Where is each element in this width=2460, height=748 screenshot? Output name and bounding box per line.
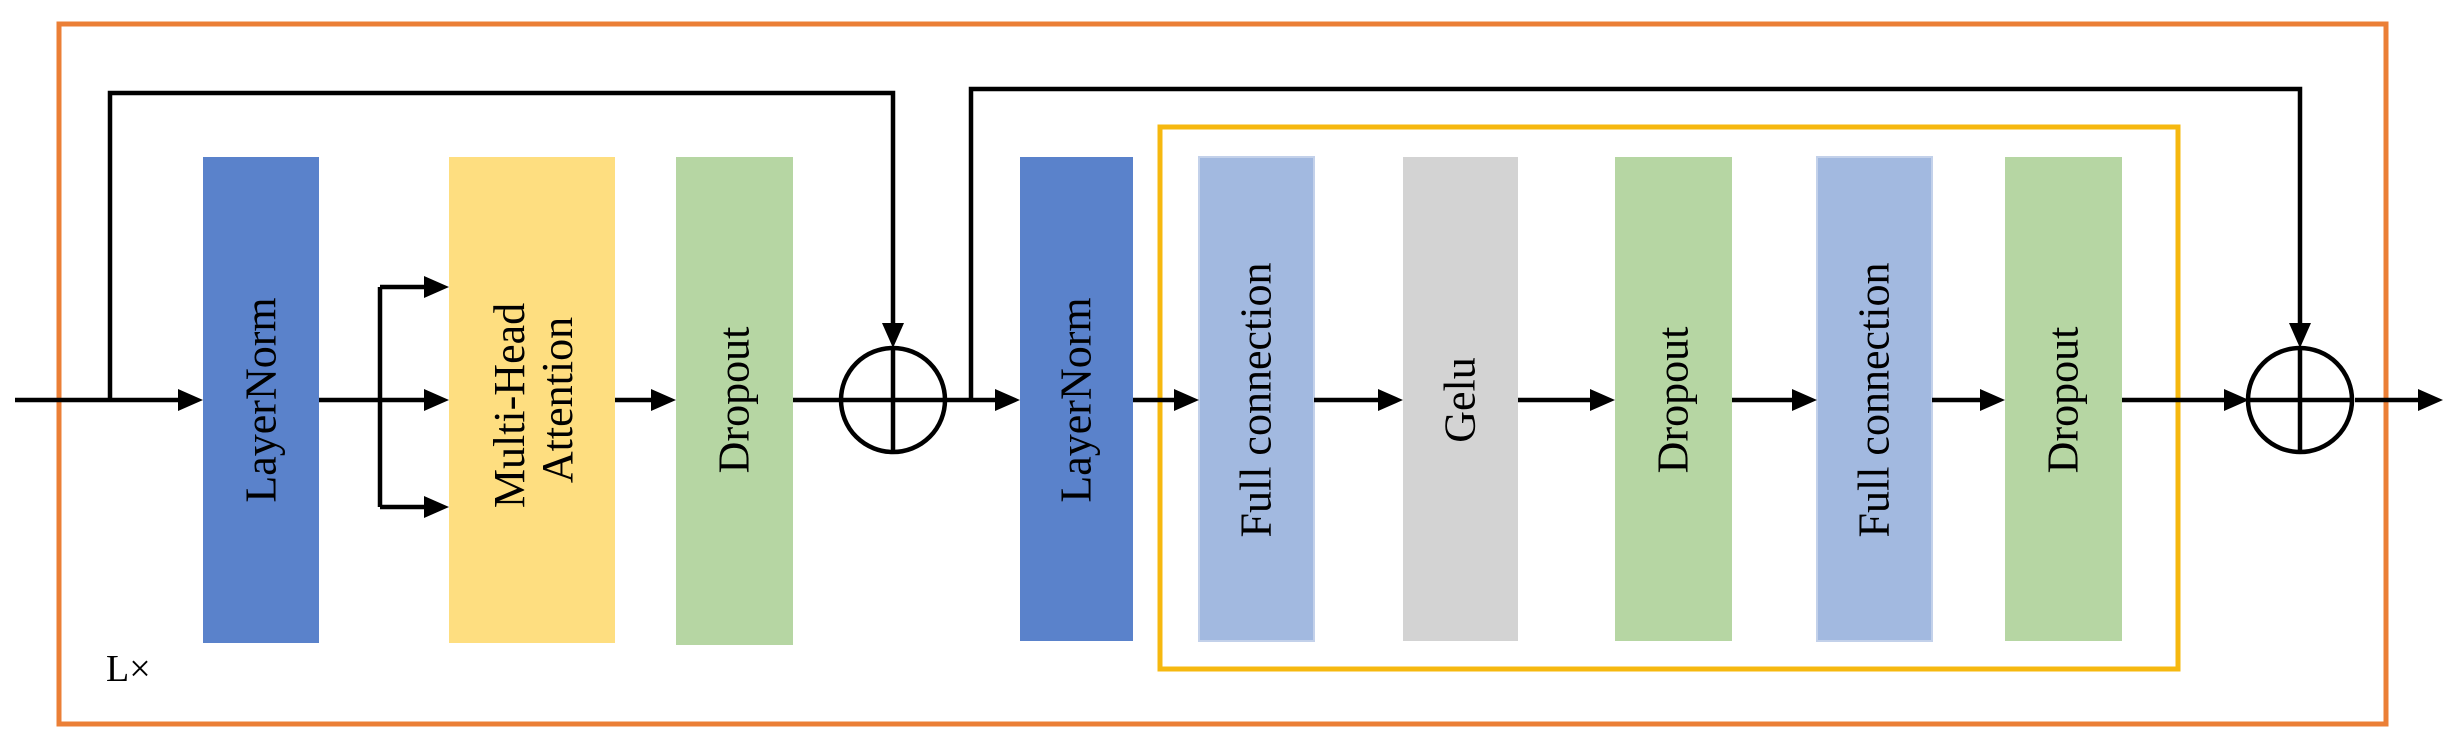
encoder-layer-frame <box>56 21 2389 727</box>
layernorm-block-1 <box>203 157 319 643</box>
dropout-label-2: Dropout <box>1649 327 1698 474</box>
arrowhead-into-fc-2 <box>1792 389 1817 411</box>
arrowhead-into-layernorm-1 <box>178 389 203 411</box>
dropout-block-3 <box>2005 157 2122 641</box>
sum-icon <box>2245 345 2355 455</box>
gelu-block <box>1403 157 1518 641</box>
arrowhead-residual-1 <box>882 323 904 348</box>
arrowhead-attention-middle <box>424 389 449 411</box>
multi-head-attention-label: Multi-Head Attention <box>485 292 582 508</box>
arrowhead-into-add-2 <box>2224 389 2249 411</box>
arrowhead-into-dropout-2 <box>1590 389 1615 411</box>
arrowhead-residual-2 <box>2289 323 2311 348</box>
dropout-label-1: Dropout <box>710 327 759 474</box>
dropout-block-1 <box>676 157 793 645</box>
arrowhead-into-layernorm-2 <box>995 389 1020 411</box>
residual-connection-2 <box>968 86 2303 400</box>
layernorm-block-2 <box>1020 157 1133 641</box>
layernorm-label-1: LayerNorm <box>237 297 286 502</box>
arrowhead-output <box>2418 389 2443 411</box>
attention-label-line-2: Attention <box>533 317 582 483</box>
gelu-label: Gelu <box>1436 357 1485 443</box>
multi-head-attention-block <box>449 157 615 643</box>
repeat-count-label: L× <box>106 648 151 690</box>
arrowhead-into-dropout-1 <box>651 389 676 411</box>
arrowhead-into-gelu <box>1378 389 1403 411</box>
layernorm-label-2: LayerNorm <box>1052 297 1101 502</box>
dropout-label-3: Dropout <box>2039 327 2088 474</box>
arrowhead-attention-bottom <box>424 496 449 518</box>
arrowhead-into-dropout-3 <box>1980 389 2005 411</box>
arrowhead-attention-top <box>424 276 449 298</box>
dropout-block-2 <box>1615 157 1732 641</box>
residual-connection-1 <box>107 90 896 400</box>
full-connection-block-2 <box>1816 156 1933 642</box>
full-connection-label-1: Full connection <box>1232 263 1281 538</box>
full-connection-label-2: Full connection <box>1850 263 1899 538</box>
arrowhead-into-fc-1 <box>1174 389 1199 411</box>
sum-icon <box>838 345 948 455</box>
attention-label-line-1: Multi-Head <box>485 303 534 508</box>
